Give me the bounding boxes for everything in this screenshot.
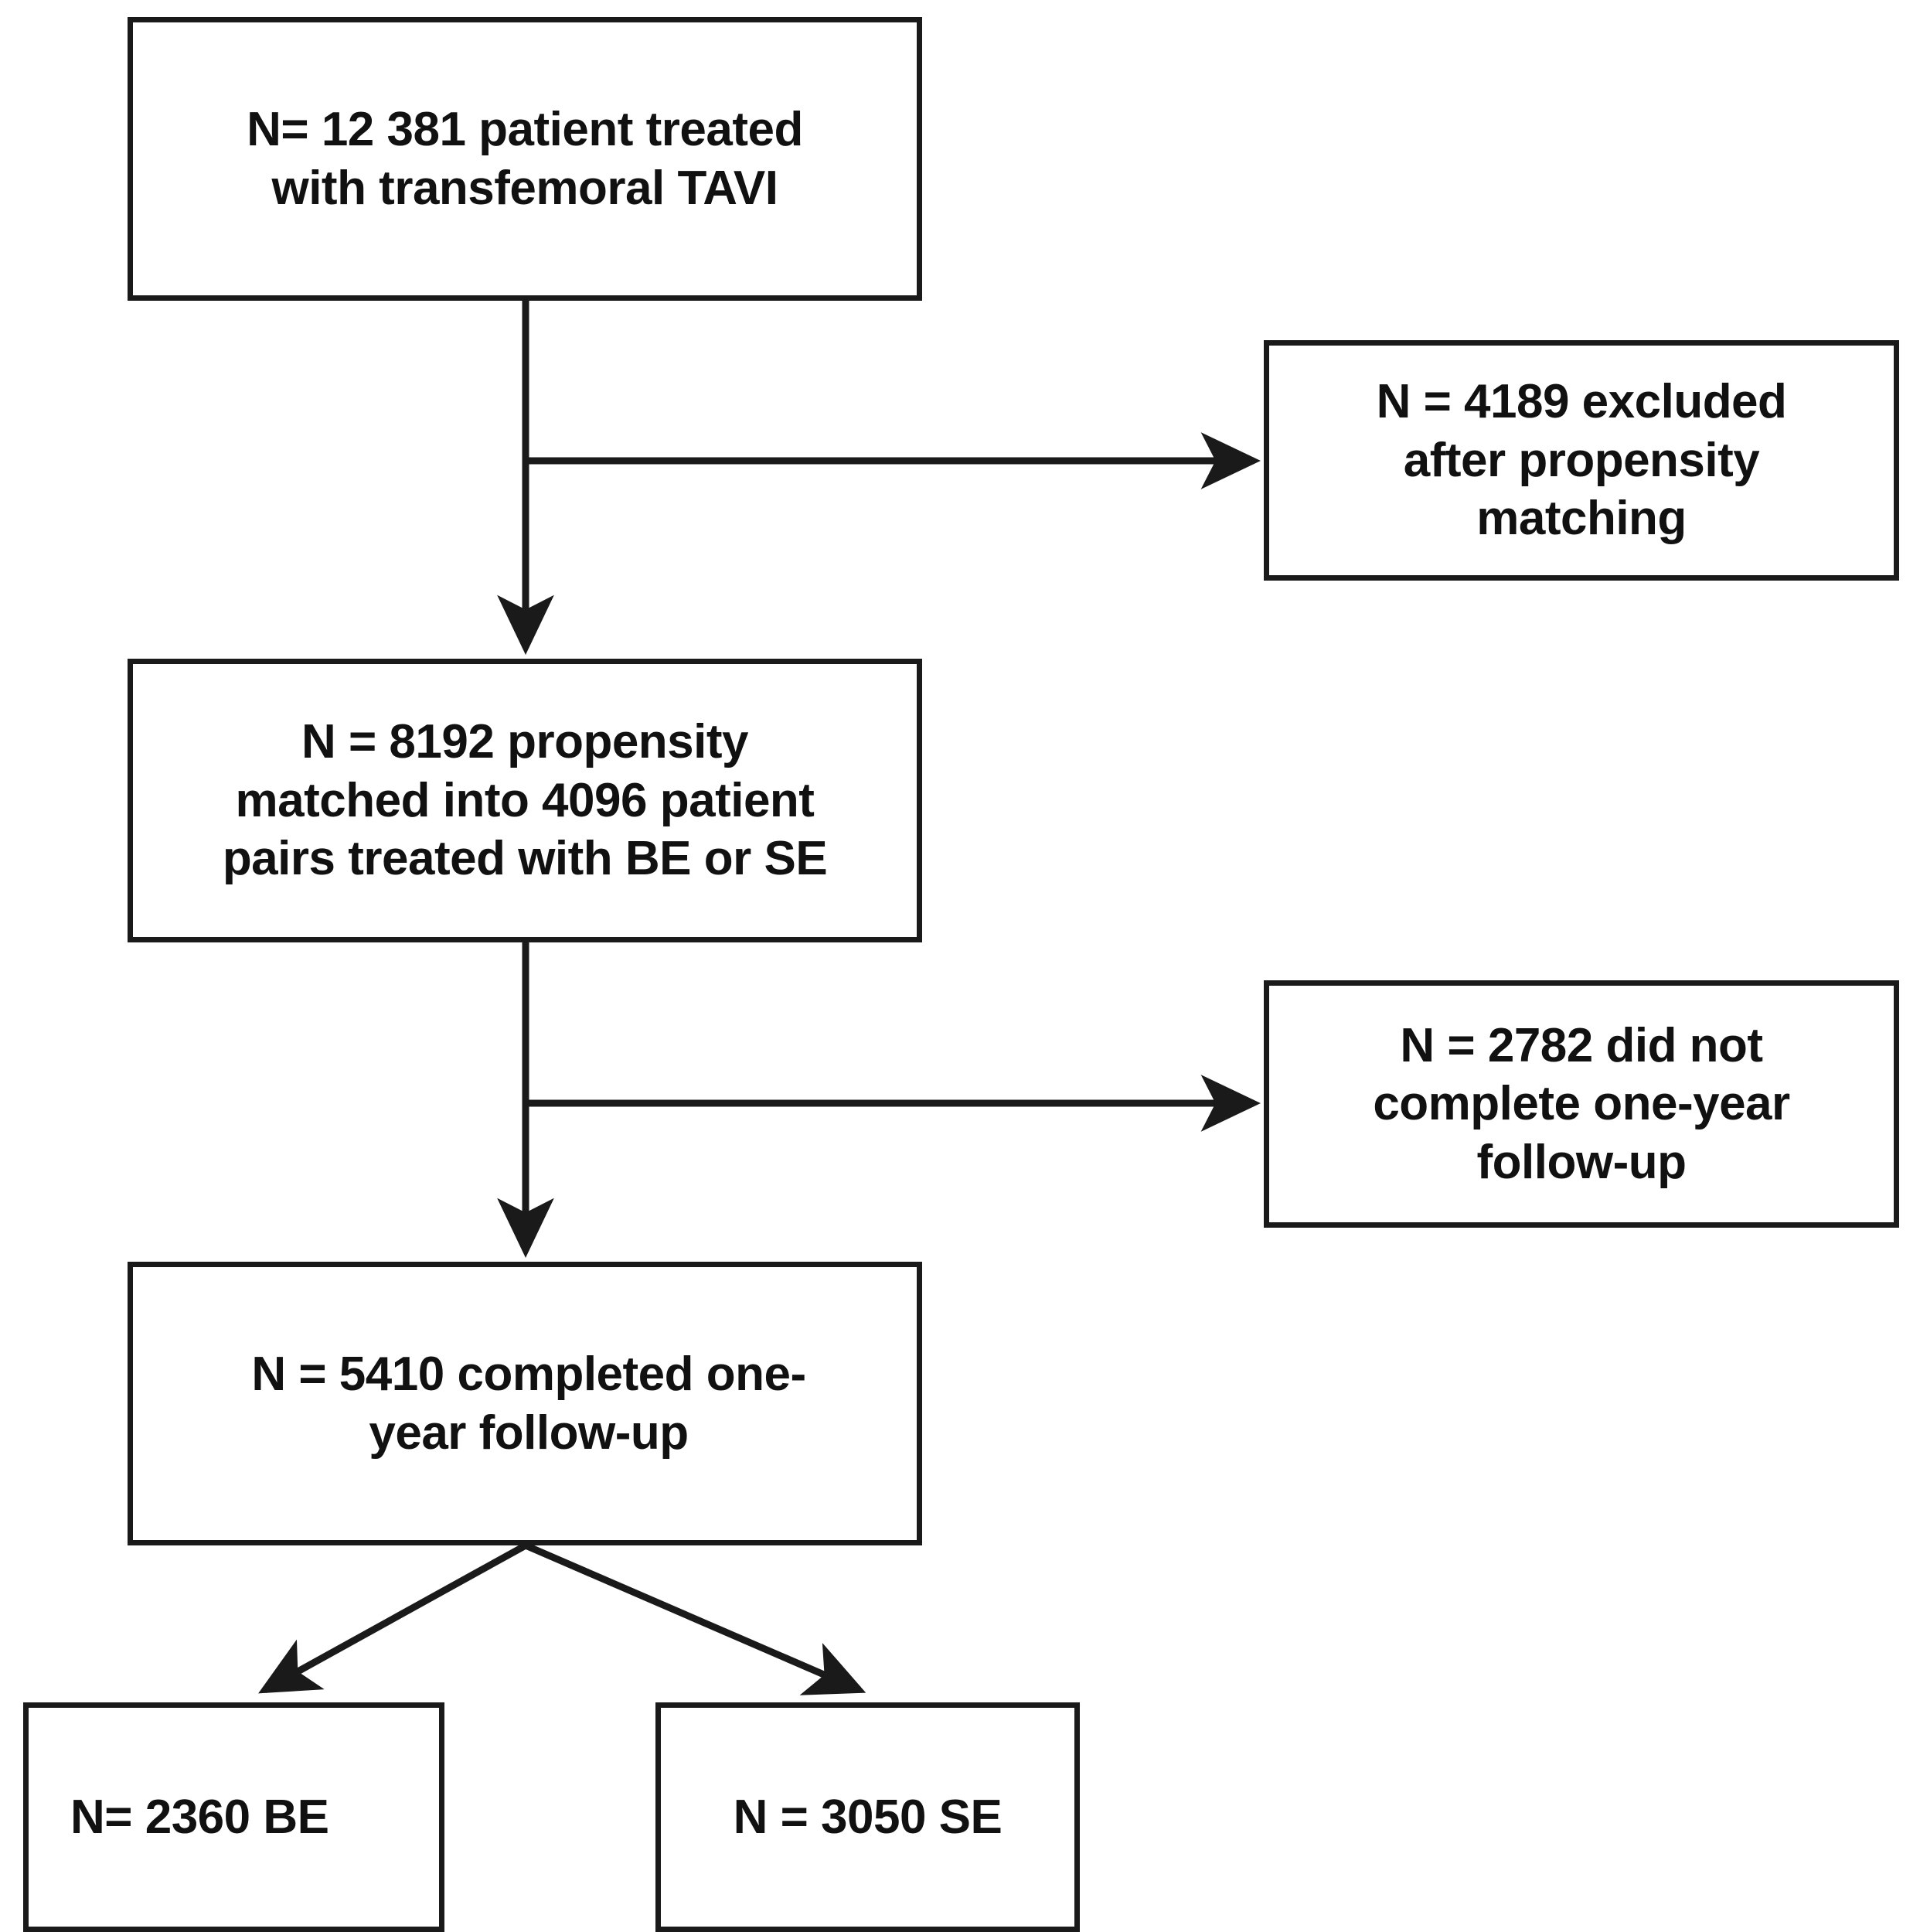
node-completed-one-year-followup: N = 5410 completed one- year follow-up — [128, 1262, 922, 1545]
node-excluded-propensity: N = 4189 excluded after propensity match… — [1264, 340, 1899, 581]
edge-completed-to-se — [524, 1542, 866, 1695]
node-be-label: N= 2360 BE — [70, 1790, 329, 1844]
node-no-one-year-followup: N = 2782 did not complete one-year follo… — [1264, 980, 1899, 1228]
node-cohort-label: N= 12 381 patient treated with transfemo… — [247, 102, 803, 215]
edge-completed-to-be — [258, 1542, 528, 1694]
node-cohort-enrolled: N= 12 381 patient treated with transfemo… — [128, 17, 922, 301]
node-nofollowup-label: N = 2782 did not complete one-year follo… — [1373, 1018, 1790, 1189]
node-propensity-matched: N = 8192 propensity matched into 4096 pa… — [128, 659, 922, 942]
node-se-label: N = 3050 SE — [733, 1790, 1003, 1844]
node-arm-se: N = 3050 SE — [655, 1702, 1080, 1932]
node-arm-be: N= 2360 BE — [23, 1702, 444, 1932]
node-excluded-label: N = 4189 excluded after propensity match… — [1376, 375, 1787, 546]
node-completed-label: N = 5410 completed one- year follow-up — [251, 1347, 806, 1460]
node-matched-label: N = 8192 propensity matched into 4096 pa… — [222, 715, 828, 886]
